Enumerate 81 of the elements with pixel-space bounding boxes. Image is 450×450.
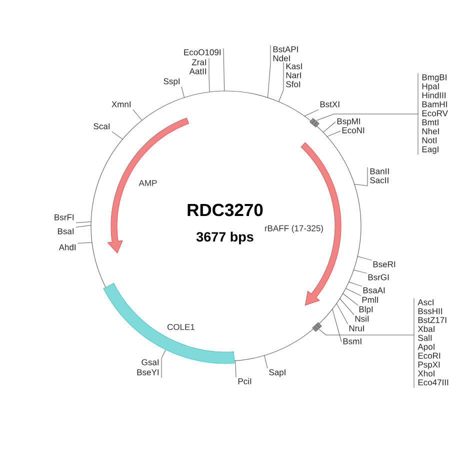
site-label: ScaI [94,123,110,130]
leader-line [353,270,368,274]
site-label: EcoO109I [184,49,221,56]
leader-line [318,298,414,388]
site-label: XbaI [418,326,434,332]
site-label: NotI [422,137,437,144]
site-label: SacII [370,177,388,184]
plasmid-size: 3677 bps [196,232,254,244]
site-label: BstXI [320,101,340,108]
leader-line [346,288,362,296]
site-label: ZraI [192,59,206,66]
site-label: BamHI [422,101,447,108]
site-label: BmgBI [422,74,446,82]
leader-line [76,222,92,223]
leader-line [76,225,92,228]
site-label: XmnI [112,101,131,108]
site-label: BstAPI [273,46,298,52]
leader-line [161,350,166,378]
feature-label: rBAFF (17-325) [265,225,323,233]
plasmid-name: RDC3270 [188,204,263,216]
leader-line [336,303,348,325]
site-label: HindIII [422,92,446,98]
leader-line [322,122,336,132]
site-label: PspXI [418,362,440,370]
feature-label: AMP [138,180,157,186]
site-label: SspI [164,78,180,86]
leader-line [326,130,341,137]
site-label: EcoNI [342,127,364,134]
leader-line [342,293,358,306]
leader-line [267,45,271,98]
site-label: BssHII [418,308,442,314]
site-label: AhdI [58,244,76,250]
feature-label: COLE1 [168,324,195,330]
site-label: SfoI [286,81,300,88]
site-label: GsaI [142,359,159,366]
site-label: EcoRV [422,110,448,116]
leader-line [332,308,342,342]
leader-line [357,256,372,261]
leader-line [112,131,123,140]
site-label: EcoRI [418,352,440,359]
leader-line [235,360,236,378]
leader-line [348,282,362,287]
leader-line [304,109,319,116]
leader-line [278,62,284,102]
site-label: NruI [349,325,364,332]
leader-line [181,86,185,98]
leader-line [223,48,225,92]
site-label: AatII [189,68,206,74]
site-label: BlpI [359,306,373,314]
site-label: BsrFI [54,214,74,220]
site-label: BsaAI [363,287,385,294]
site-label: SalI [418,334,432,341]
site-label: BanII [370,168,389,174]
site-label: BstZ17I [418,317,446,324]
site-label: BspMI [337,118,360,126]
site-label: NarI [286,72,301,78]
site-label: BsmI [343,338,362,344]
leader-line [78,242,92,244]
leader-line [354,167,368,186]
site-label: BsrGI [368,274,389,280]
leader-line [132,109,142,121]
site-label: HpaI [422,83,439,91]
site-label: NheI [422,128,439,134]
site-label: SapI [269,369,286,377]
site-label: BmtI [422,119,438,126]
site-label: ApoI [418,344,434,352]
site-label: BsaI [58,228,74,234]
site-label: NsiI [355,316,369,322]
leader-line [340,298,354,316]
site-label: BseRI [373,261,396,268]
site-label: EagI [422,146,438,154]
site-label: XhoI [418,370,434,376]
site-label: KasI [286,63,302,70]
leader-line [316,73,418,155]
leader-line [264,355,268,369]
site-label: NdeI [273,55,290,62]
site-label: PmlI [362,296,378,303]
site-label: PciI [238,378,252,384]
site-label: Eco47III [418,379,448,386]
site-label: AscI [418,299,434,306]
site-label: BseYI [137,369,159,376]
